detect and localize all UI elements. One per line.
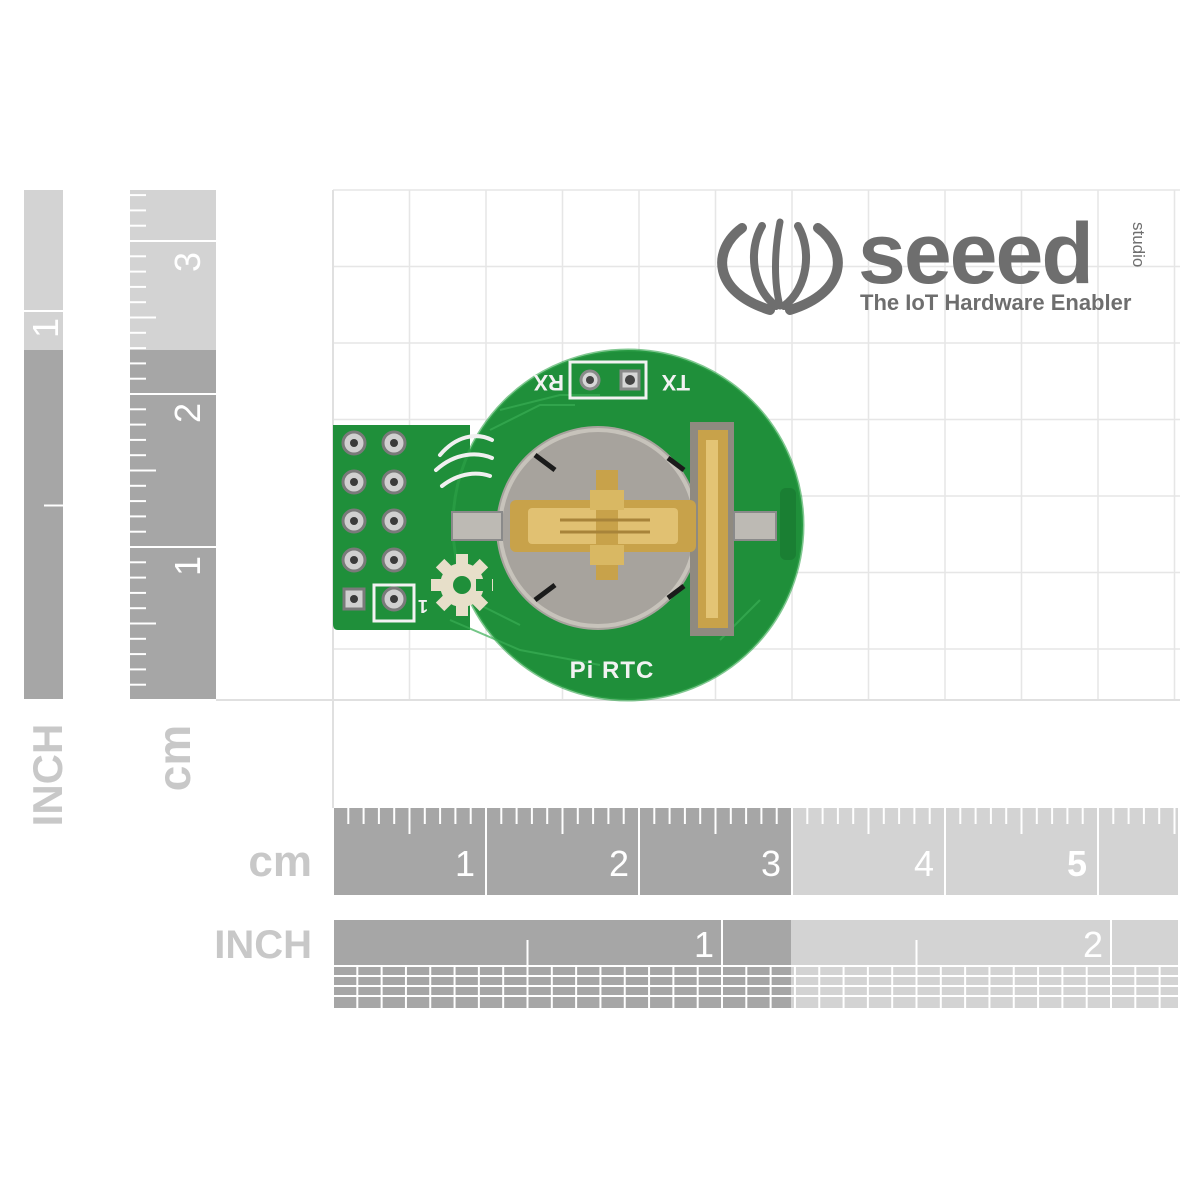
board-label: Pi RTC bbox=[570, 657, 655, 684]
header-pin-hole bbox=[350, 478, 358, 486]
horizontal-cm-tick-1: 1 bbox=[455, 843, 475, 884]
vertical-inch-unit-label: INCH bbox=[24, 724, 71, 827]
horizontal-inch-tick-1: 1 bbox=[694, 924, 714, 965]
brand-sub: studio bbox=[1129, 222, 1148, 267]
vertical-inch-ruler: 1 bbox=[24, 190, 110, 701]
pi-rtc-board: 1 RX bbox=[333, 348, 805, 702]
header-pin-hole bbox=[390, 478, 398, 486]
vertical-cm-tick-3: 3 bbox=[167, 252, 208, 272]
vertical-inch-tick-1: 1 bbox=[25, 318, 66, 338]
horizontal-cm-tick-2: 2 bbox=[609, 843, 629, 884]
horizontal-cm-tick-4: 4 bbox=[914, 843, 934, 884]
vertical-cm-ruler: 3 2 1 bbox=[130, 190, 216, 701]
header-pin-hole bbox=[390, 556, 398, 564]
horizontal-inch-unit-label: INCH bbox=[214, 923, 312, 967]
brand-name: seeed bbox=[858, 206, 1092, 302]
open-hardware-gear-icon bbox=[431, 554, 493, 616]
seeed-logo: seeed studio The IoT Hardware Enabler bbox=[717, 206, 1148, 315]
coin-cell-holder bbox=[451, 422, 777, 636]
horizontal-inch-ruler: 1 2 bbox=[332, 920, 1178, 1008]
horizontal-cm-tick-3: 3 bbox=[761, 843, 781, 884]
horizontal-cm-ruler: 1 2 3 4 5 bbox=[332, 808, 1178, 895]
horizontal-cm-tick-5: 5 bbox=[1067, 843, 1087, 884]
vertical-cm-tick-1: 1 bbox=[167, 556, 208, 576]
tx-label: TX bbox=[662, 370, 690, 395]
vertical-cm-unit-label: cm bbox=[148, 725, 200, 791]
header-pins bbox=[341, 430, 407, 612]
seeed-leaf-icon bbox=[717, 218, 843, 315]
header-pin-hole bbox=[390, 517, 398, 525]
vertical-cm-tick-2: 2 bbox=[167, 403, 208, 423]
brand-tagline: The IoT Hardware Enabler bbox=[860, 290, 1132, 315]
header-pin-hole bbox=[390, 439, 398, 447]
header-pin-hole bbox=[390, 595, 398, 603]
horizontal-inch-tick-2: 2 bbox=[1083, 924, 1103, 965]
header-pin-hole bbox=[350, 556, 358, 564]
header-pin-hole bbox=[350, 517, 358, 525]
horizontal-cm-unit-label: cm bbox=[248, 837, 312, 886]
header-pin-hole bbox=[350, 439, 358, 447]
rx-label: RX bbox=[533, 370, 564, 395]
board-seeed-icon bbox=[434, 434, 494, 488]
header-pin-hole bbox=[350, 595, 358, 603]
pin1-marker: 1 bbox=[418, 596, 428, 616]
